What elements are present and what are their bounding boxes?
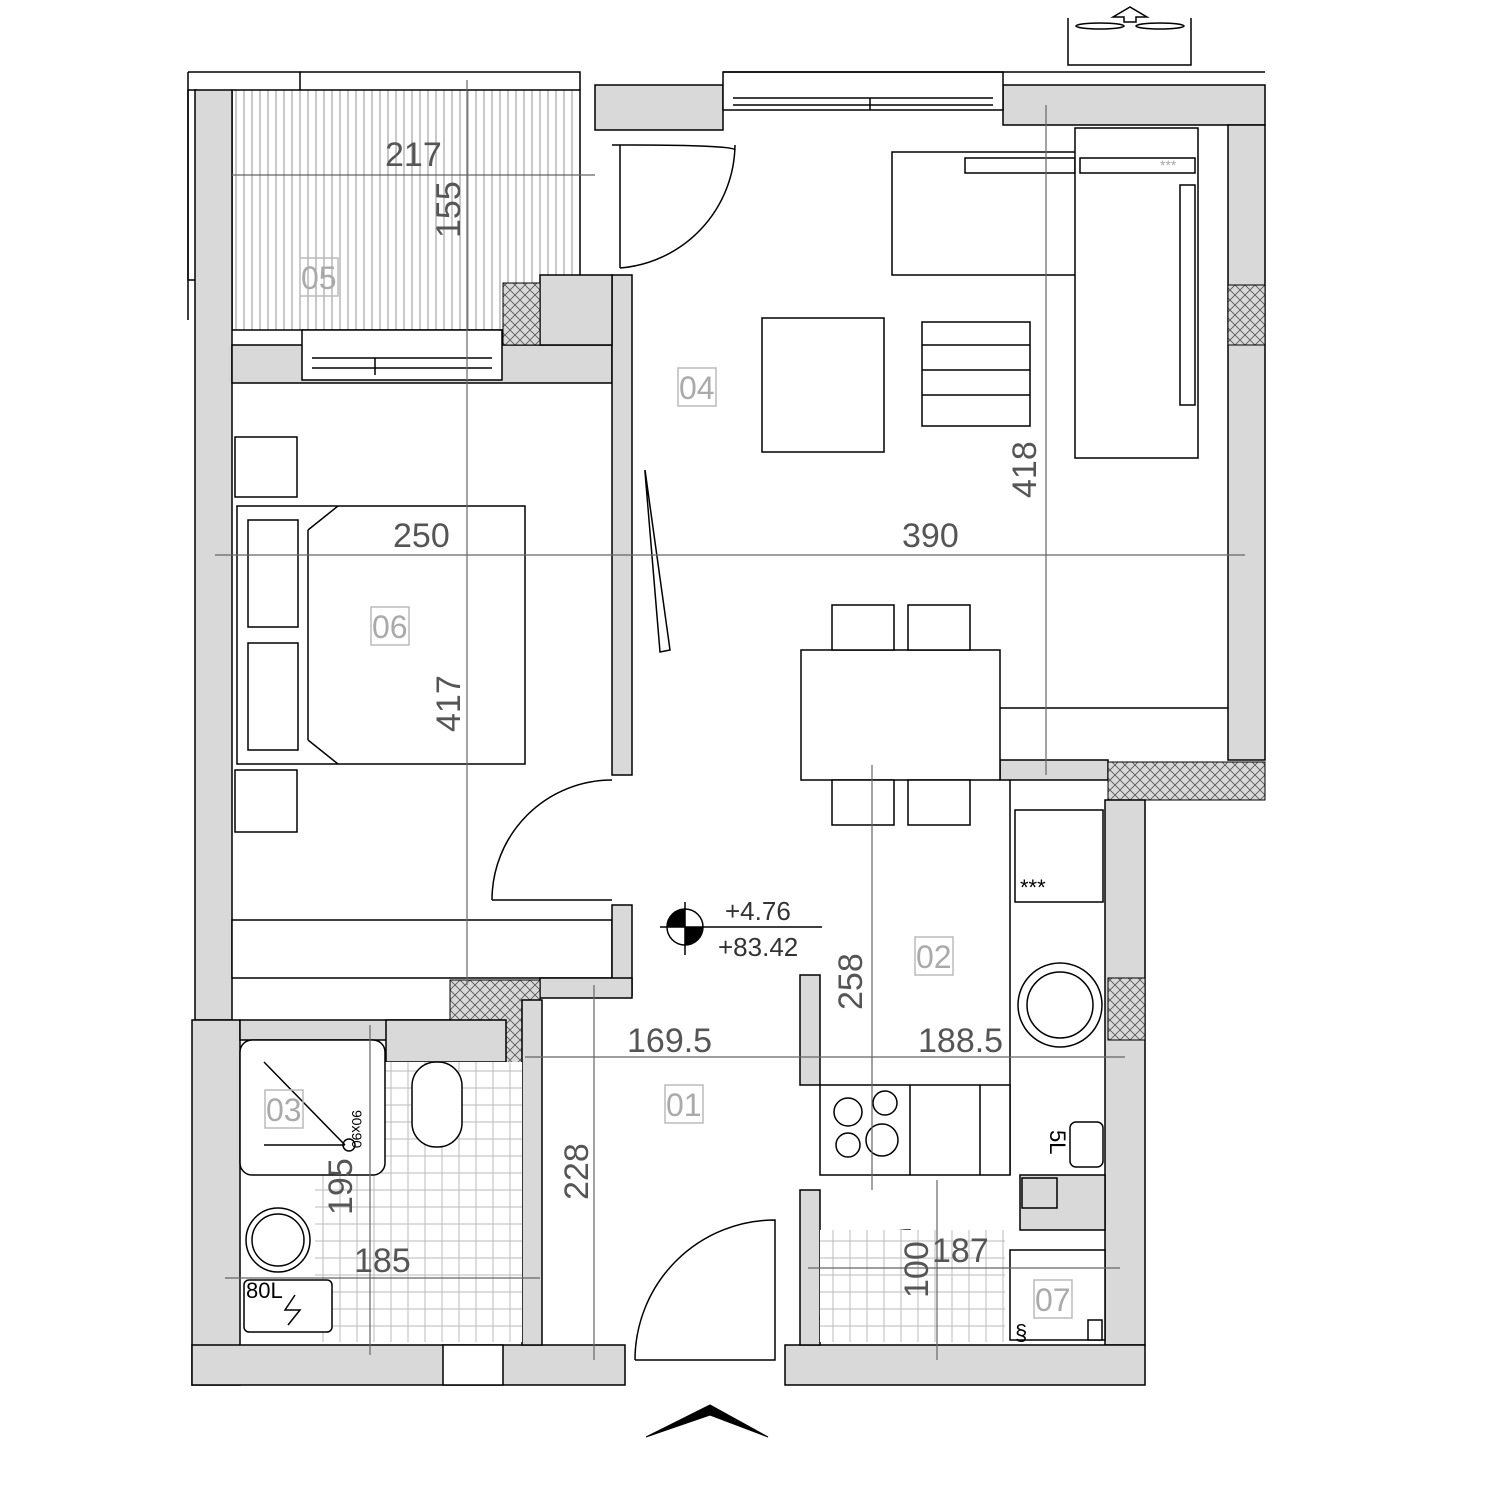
stove-mark: *** [1020, 875, 1046, 900]
dim-bath-height: 195 [322, 1158, 360, 1215]
dim-kitchen-height: 258 [832, 953, 870, 1010]
dim-balcony-height: 155 [430, 181, 468, 238]
elevation-absolute: +83.42 [718, 932, 798, 962]
roof-vent-symbol [1067, 6, 1192, 66]
elevation-relative: +4.76 [725, 896, 791, 926]
svg-text:06: 06 [372, 609, 408, 645]
dim-bath-width: 185 [354, 1242, 411, 1280]
radiator-mark: § [1015, 1320, 1027, 1345]
boiler-label: 80L [246, 1278, 283, 1303]
dim-living-height: 418 [1006, 441, 1044, 498]
dim-hall-height: 228 [558, 1143, 596, 1200]
dim-balcony-width: 217 [385, 136, 442, 174]
water-heater-label: 5L [1045, 1130, 1070, 1154]
dim-living-width: 390 [902, 517, 959, 555]
svg-text:04: 04 [679, 370, 715, 406]
elevation-marker: +4.76 +83.42 [660, 896, 822, 962]
shower-size: 90x90 [349, 1110, 365, 1148]
dim-bedroom-height: 417 [430, 675, 468, 732]
room-label-05: 05 [299, 257, 339, 297]
svg-text:02: 02 [916, 939, 952, 975]
room-label-03: 03 [264, 1089, 304, 1129]
svg-text:07: 07 [1035, 1282, 1071, 1318]
entrance-arrow-icon [645, 1404, 769, 1438]
room-label-06: 06 [370, 606, 410, 646]
dim-hall-width: 169.5 [627, 1022, 712, 1060]
svg-text:03: 03 [266, 1092, 302, 1128]
svg-text:01: 01 [666, 1087, 702, 1123]
dim-bedroom-width: 250 [393, 517, 450, 555]
dimension-lines [215, 80, 1245, 1360]
windows [301, 71, 1265, 381]
dim-utility-height: 100 [898, 1241, 936, 1298]
room-label-04: 04 [677, 367, 717, 407]
fridge-mark: *** [1160, 157, 1177, 173]
room-label-02: 02 [914, 936, 954, 976]
dim-utility-width: 187 [932, 1232, 989, 1270]
room-label-07: 07 [1033, 1279, 1073, 1319]
svg-text:05: 05 [301, 260, 337, 296]
room-label-01: 01 [664, 1084, 704, 1124]
dim-kitchen-width: 188.5 [918, 1022, 1003, 1060]
